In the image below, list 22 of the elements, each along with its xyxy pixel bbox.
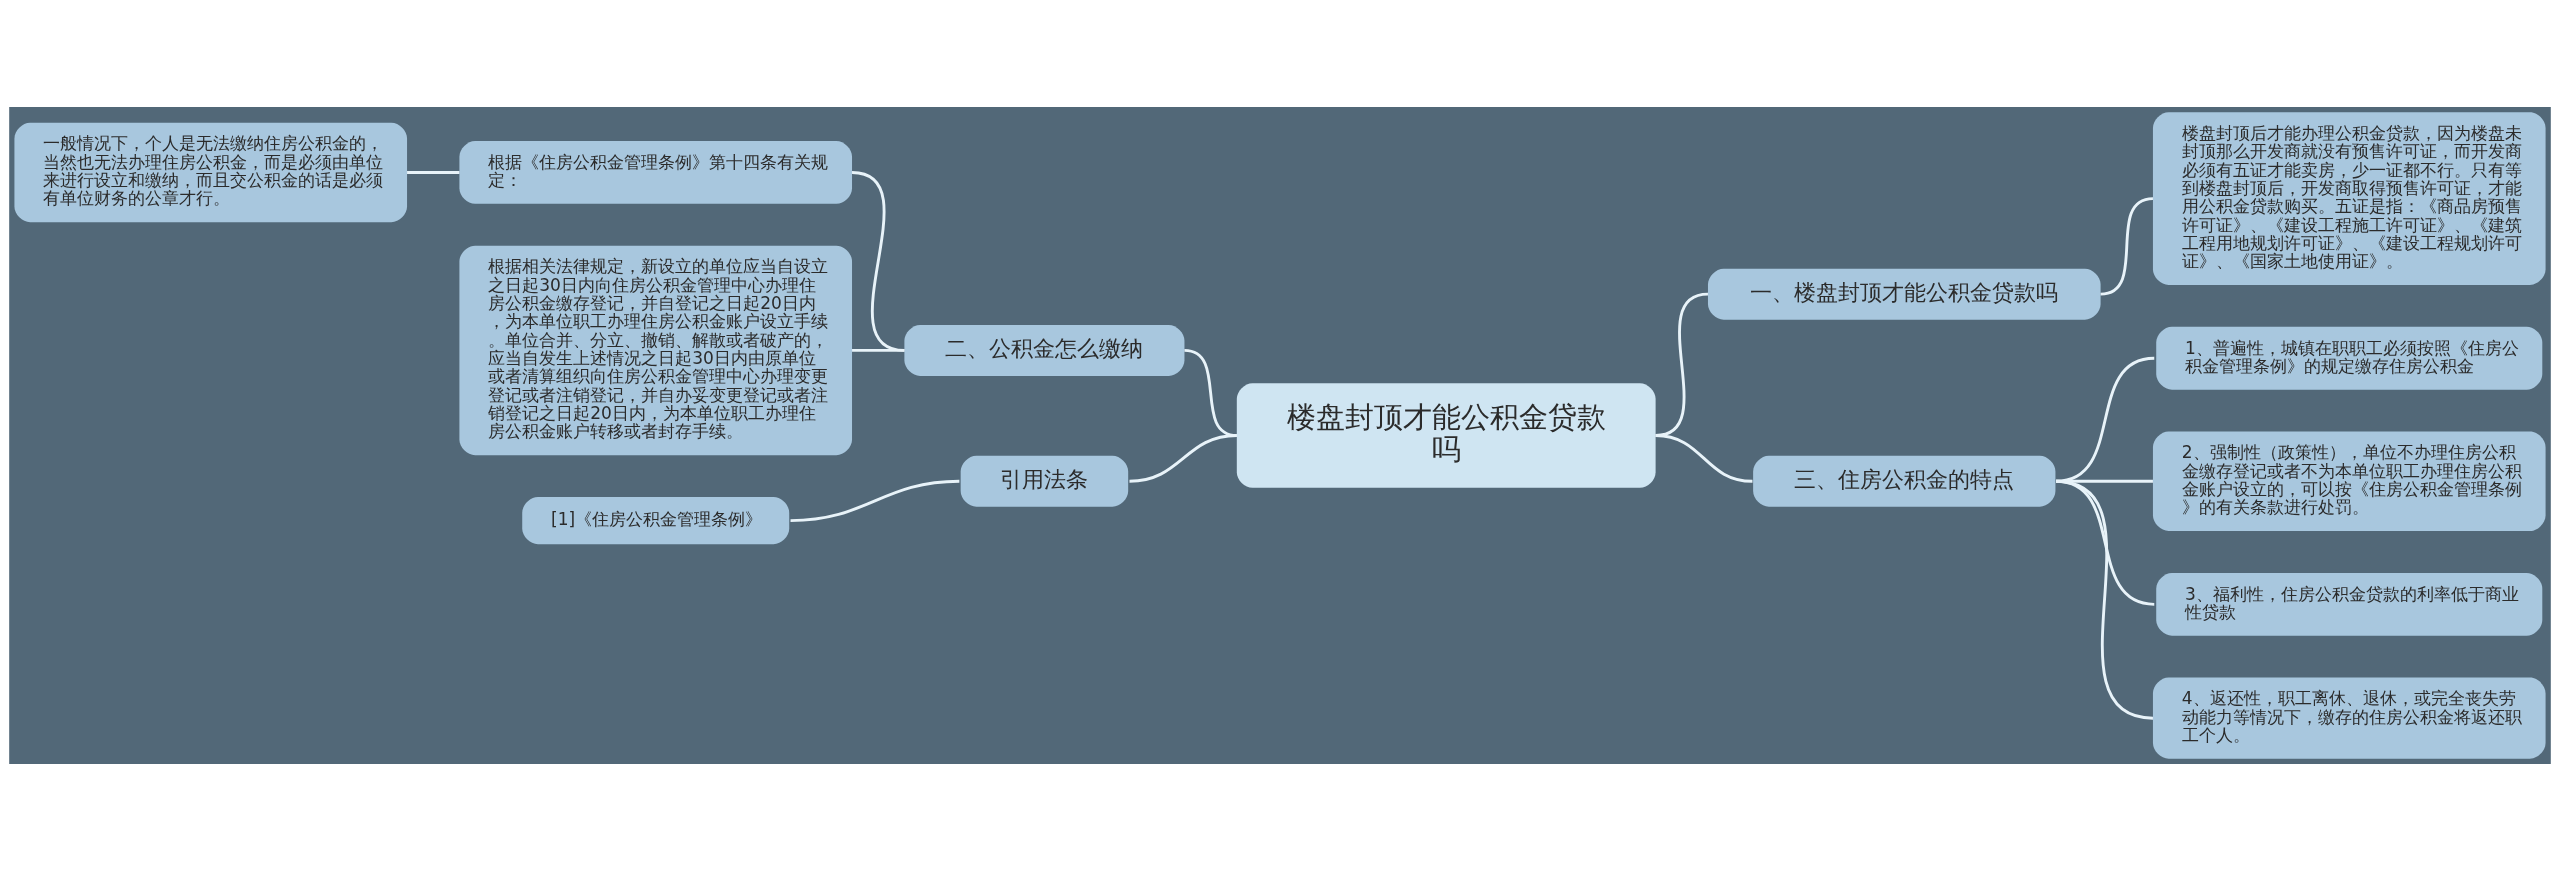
node-box: 一般情况下，个人是无法缴纳住房公积金的，当然也无法办理住房公积金，而是必须由单位来进行设立和缴纳，而且交公积金的话是必须有单位财务的公章才行。: [14, 122, 408, 222]
node-box: 三、住房公积金的特点: [1753, 455, 2056, 507]
connector: [790, 479, 960, 522]
node-box: 根据《住房公积金管理条例》第十四条有关规定：: [459, 140, 853, 204]
connector: [407, 170, 460, 174]
connector: [2055, 479, 2154, 720]
node-box: 楼盘封顶后才能办理公积金贷款，因为楼盘未封顶那么开发商就没有预售许可证，而开发商必须有五证才能卖房，少一证都不行。只有等到楼盘封顶后，开发商取得预售许可证，才能用公积金贷款购买。五证是指：《商品房预售许可证》、《建设工程施工许可证》、《建筑工程用地规划许可证》、《建设工程规划许可证》、《国家土地使用证》。: [2152, 111, 2546, 285]
connector: [1655, 433, 1753, 483]
connector: [851, 170, 905, 352]
connector: [2100, 196, 2154, 296]
node-box: 根据相关法律规定，新设立的单位应当自设立之日起30日内向住房公积金管理中心办理住房公积金缴存登记，并自登记之日起20日内，为本单位职工办理住房公积金账户设立手续。单位合并、分立、撤销、解散或者破产的，应当自发生上述情况之日起30日内由原单位或者清算组织向住房公积金管理中心办理变更登记或者注销登记，并自办妥变更登记或者注销登记之日起20日内，为本单位职工办理住房公积金账户转移或者封存手续。: [459, 245, 853, 455]
connector: [852, 348, 905, 352]
node-box: [1]《住房公积金管理条例》: [522, 496, 790, 544]
node-box: 楼盘封顶才能公积金贷款吗: [1236, 382, 1656, 488]
node-box: 一、楼盘封顶才能公积金贷款吗: [1707, 268, 2101, 320]
node-box: 3、福利性，住房公积金贷款的利率低于商业性贷款: [2156, 572, 2543, 636]
node-box: 二、公积金怎么缴纳: [904, 324, 1185, 376]
node-box: 引用法条: [960, 455, 1129, 507]
node-box: 1、普遍性，城镇在职职工必须按照《住房公积金管理条例》的规定缴存住房公积金: [2156, 326, 2543, 390]
node-box: 2、强制性（政策性），单位不办理住房公积金缴存登记或者不为本单位职工办理住房公积金账户设立的，可以按《住房公积金管理条例》的有关条款进行处罚。: [2152, 431, 2546, 531]
connector: [1129, 433, 1237, 483]
node-box: 4、返还性，职工离休、退休，或完全丧失劳动能力等情况下，缴存的住房公积金将返还职工个人。: [2152, 677, 2546, 759]
